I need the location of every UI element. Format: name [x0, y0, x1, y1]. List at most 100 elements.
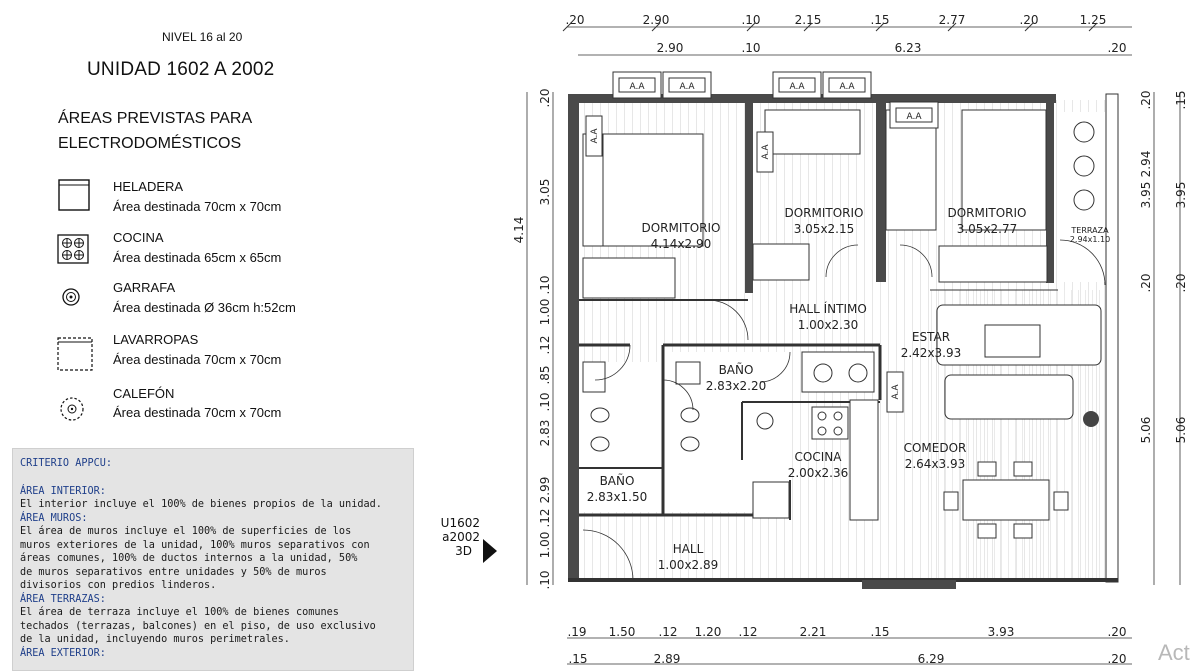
- dimension-label: 3.95: [1139, 182, 1153, 209]
- ac-unit: [585, 115, 603, 157]
- ac-unit: [612, 71, 662, 99]
- room-name: DORMITORIO: [641, 221, 720, 235]
- dimension-label: 1.00: [538, 299, 552, 326]
- unit-title: UNIDAD 1602 A 2002: [87, 59, 275, 80]
- dimension-label: .20: [538, 88, 552, 107]
- legend-item-name: LAVARROPAS: [113, 332, 199, 347]
- legend-item-desc: Área destinada Ø 36cm h:52cm: [113, 300, 296, 315]
- dimension-right: .20 2.94 3.95 .20 5.06 .15 3.95 .20 5.06: [1139, 90, 1188, 585]
- dimension-label: .12: [538, 335, 552, 354]
- dimension-label: .20: [1139, 273, 1153, 292]
- ac-label: A.A: [839, 82, 855, 92]
- dimension-label: .20: [1107, 652, 1126, 666]
- appcu-interior-heading: ÁREA INTERIOR:: [20, 485, 106, 497]
- dimension-label: 2.90: [657, 41, 684, 55]
- unit-tag-line2: a2002: [442, 530, 480, 544]
- dimension-label: 4.14: [512, 217, 526, 244]
- legend-panel: NIVEL 16 al 20 UNIDAD 1602 A 2002 ÁREAS …: [0, 0, 420, 671]
- appcu-terrazas-heading: ÁREA TERRAZAS:: [20, 593, 106, 605]
- dimension-label: .85: [538, 365, 552, 384]
- legend-item-name: GARRAFA: [113, 280, 176, 295]
- unit-tag-line3: 3D: [455, 544, 472, 558]
- legend-item-desc: Área destinada 70cm x 70cm: [113, 352, 282, 367]
- room-name: BAÑO: [719, 362, 754, 377]
- ac-label: A.A: [761, 144, 771, 160]
- room-size: 2.64x3.93: [905, 457, 966, 471]
- room-size: 2.83x1.50: [587, 490, 648, 504]
- dimension-label: 1.20: [695, 625, 722, 639]
- appliance-areas-line1: ÁREAS PREVISTAS PARA: [58, 110, 253, 127]
- dimension-label: 2.90: [643, 13, 670, 27]
- dimension-label: .15: [1174, 90, 1188, 109]
- appcu-muros-heading: ÁREA MUROS:: [20, 512, 88, 524]
- dimension-label: .20: [1174, 273, 1188, 292]
- unit-tag-arrow-icon: [483, 539, 497, 563]
- dimension-label: .12: [738, 625, 757, 639]
- level-label: NIVEL 16 al 20: [162, 30, 243, 44]
- legend-item-name: COCINA: [113, 230, 164, 245]
- dimension-label: 3.93: [988, 625, 1015, 639]
- dimension-label: 1.25: [1080, 13, 1107, 27]
- activate-watermark: Act: [1158, 640, 1190, 665]
- room-size: 1.00x2.30: [798, 318, 859, 332]
- room-size: 4.14x2.90: [651, 237, 712, 251]
- dimension-label: .12: [538, 508, 552, 527]
- dimension-label: .10: [538, 392, 552, 411]
- dimension-label: .20: [1139, 90, 1153, 109]
- room-name: HALL ÍNTIMO: [789, 301, 867, 316]
- dimension-label: 2.21: [800, 625, 827, 639]
- room-size: 3.05x2.15: [794, 222, 855, 236]
- ac-unit: [822, 71, 872, 99]
- appliance-areas-heading: ÁREAS PREVISTAS PARA ELECTRODOMÉSTICOS: [58, 106, 252, 156]
- dimension-label: 2.77: [939, 13, 966, 27]
- room-size: 2.83x2.20: [706, 379, 767, 393]
- appcu-terrazas-text: El área de terraza incluye el 100% de bi…: [20, 607, 376, 645]
- dimension-label: 5.06: [1174, 417, 1188, 444]
- dimension-label: 2.15: [795, 13, 822, 27]
- room-name: BAÑO: [600, 473, 635, 488]
- stove-icon: [57, 234, 89, 264]
- legend-item-desc: Área destinada 70cm x 70cm: [113, 405, 282, 420]
- room-name: COMEDOR: [904, 441, 967, 455]
- appliance-areas-line2: ELECTRODOMÉSTICOS: [58, 135, 242, 152]
- dimension-left: 4.14.203.05.101.00.12.85.102.832.99.121.…: [512, 88, 554, 590]
- ac-label: A.A: [906, 112, 922, 122]
- ac-label: A.A: [891, 384, 901, 400]
- dimension-label: .20: [565, 13, 584, 27]
- fridge-icon: [58, 179, 90, 211]
- dimension-label: 2.83: [538, 420, 552, 447]
- ac-label: A.A: [629, 82, 645, 92]
- dimension-label: .15: [870, 625, 889, 639]
- gas-cylinder-icon: [62, 288, 80, 306]
- room-size: 2.42x3.93: [901, 346, 962, 360]
- dimension-label: 2.99: [538, 477, 552, 504]
- ac-label: A.A: [789, 82, 805, 92]
- dimension-label: 2.89: [654, 652, 681, 666]
- dimension-label: 6.23: [895, 41, 922, 55]
- ac-unit: [772, 71, 822, 99]
- dimension-label: .19: [567, 625, 586, 639]
- room-size: 1.00x2.89: [658, 558, 719, 572]
- dimension-label: 2.94: [1139, 151, 1153, 178]
- dimension-label: .10: [538, 570, 552, 589]
- washer-icon: [57, 337, 93, 371]
- room-name: DORMITORIO: [947, 206, 1026, 220]
- appcu-exterior-heading: ÁREA EXTERIOR:: [20, 647, 106, 659]
- ac-unit: [756, 131, 774, 173]
- appcu-criteria-box: CRITERIO APPCU: ÁREA INTERIOR: El interi…: [12, 448, 414, 671]
- water-heater-icon: [60, 397, 84, 421]
- room-size: 3.05x2.77: [957, 222, 1018, 236]
- appcu-muros-text: El área de muros incluye el 100% de supe…: [20, 526, 370, 591]
- legend-item-name: CALEFÓN: [113, 386, 175, 401]
- room-name: DORMITORIO: [784, 206, 863, 220]
- dimension-label: .12: [658, 625, 677, 639]
- ac-unit: [886, 371, 904, 413]
- room-name: COCINA: [795, 450, 843, 464]
- dimension-label: 5.06: [1139, 417, 1153, 444]
- dimension-label: 3.95: [1174, 182, 1188, 209]
